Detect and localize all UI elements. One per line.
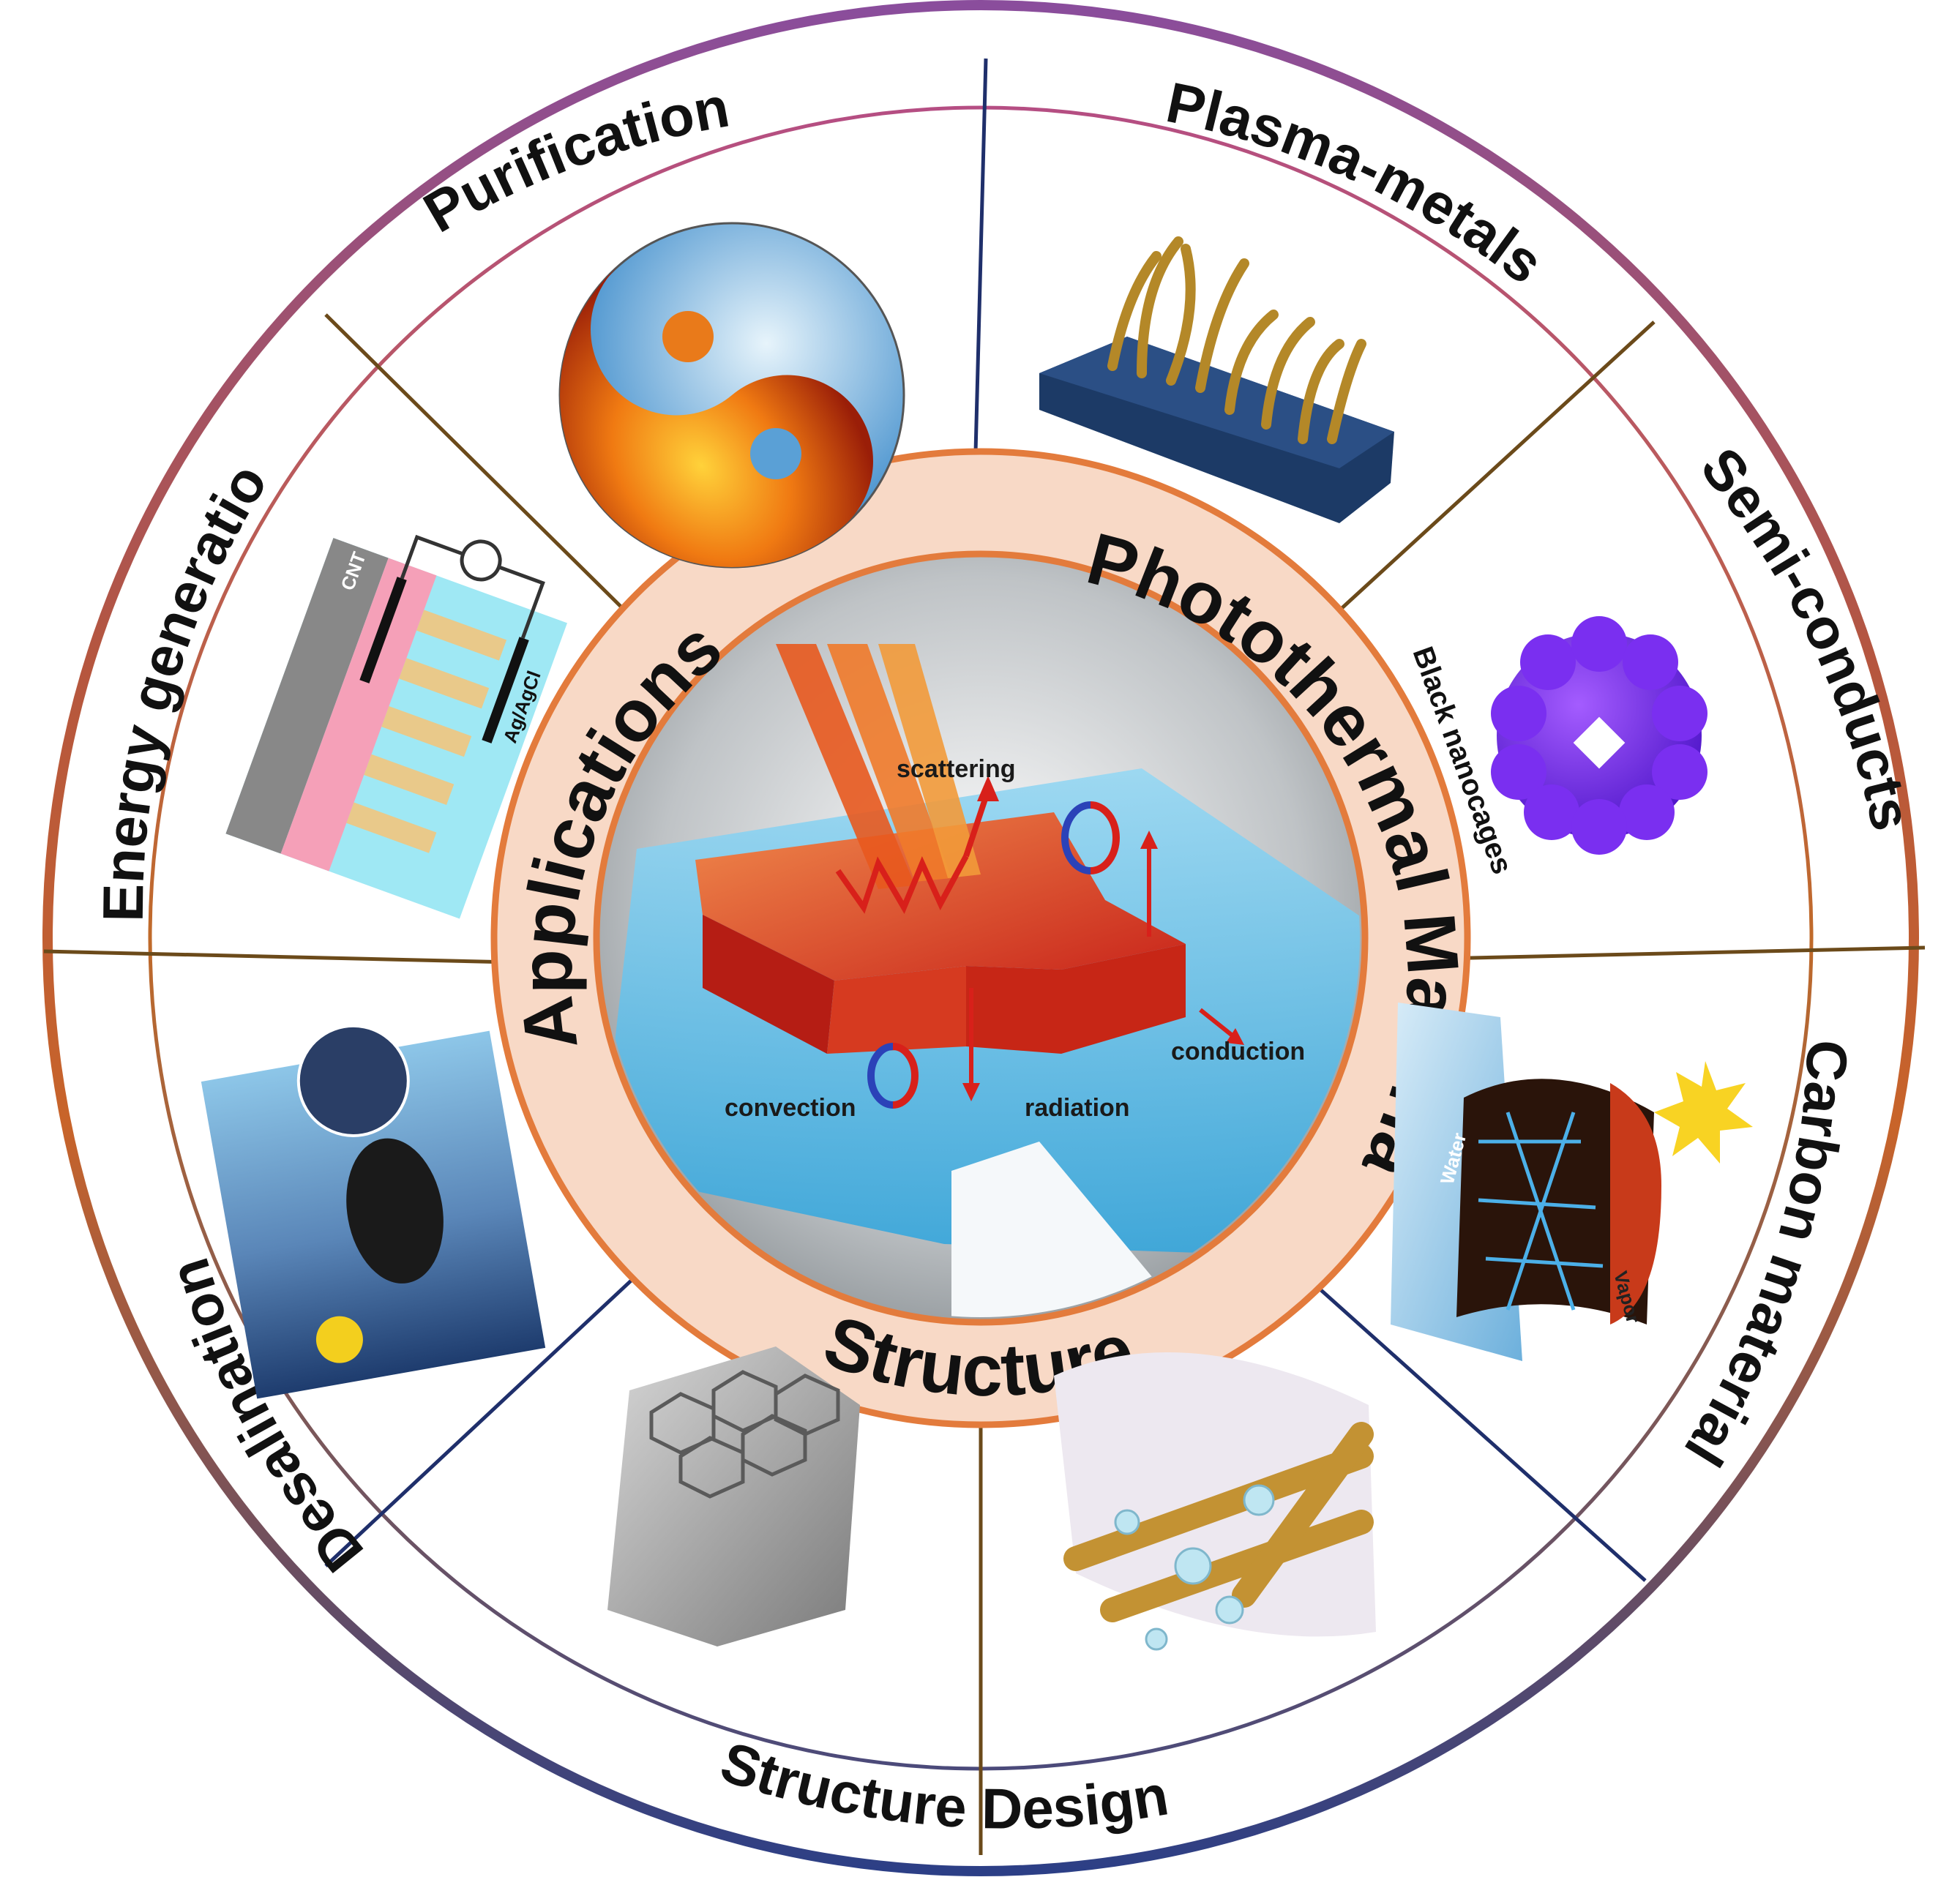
- plasma-metal-nanowires-image: [1039, 236, 1394, 523]
- convection-label: convection: [725, 1094, 856, 1122]
- carbon-material-image: Water Vapor: [1391, 1003, 1753, 1361]
- yin-yang-image: [558, 222, 905, 569]
- radiation-label: radiation: [1025, 1094, 1130, 1122]
- desalination-image: [201, 1024, 546, 1399]
- center-illustration: scattering conduction convection radiati…: [602, 644, 1360, 1317]
- conduction-label: conduction: [1171, 1038, 1305, 1065]
- energy-generation-image: CNT Ag/AgCl: [225, 534, 567, 919]
- fiber-network-image: [1054, 1352, 1376, 1651]
- honeycomb-image: [607, 1346, 860, 1646]
- scattering-label: scattering: [897, 755, 1016, 783]
